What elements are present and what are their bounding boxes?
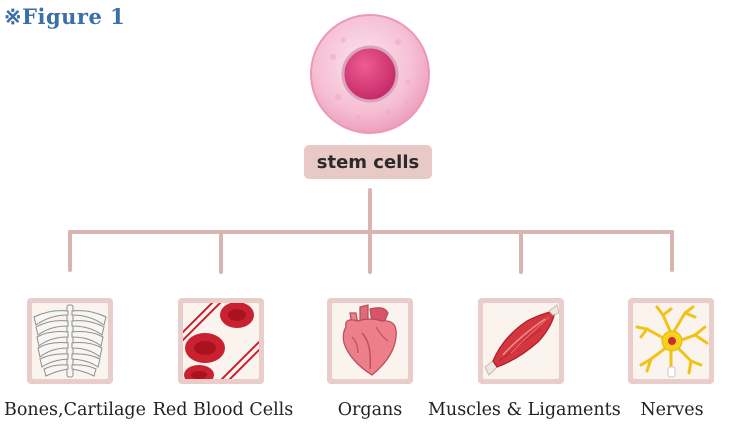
ribcage-icon xyxy=(33,304,107,378)
tile-nerves xyxy=(628,298,714,384)
caption-organs: Organs xyxy=(337,400,403,420)
heart-icon xyxy=(342,304,397,376)
neuron-icon xyxy=(635,305,709,378)
figure-label: ※Figure 1 xyxy=(4,4,126,29)
tile-red-blood-cells xyxy=(178,298,264,384)
muscle-icon xyxy=(484,304,559,376)
caption-nerves: Nerves xyxy=(640,400,704,420)
tile-muscles-ligaments xyxy=(478,298,564,384)
stem-cell-icon xyxy=(310,14,430,134)
tile-bones-cartilage xyxy=(27,298,113,384)
caption-bones-cartilage: Bones,Cartilage xyxy=(4,400,146,420)
red-blood-cells-icon xyxy=(183,303,259,379)
caption-muscles-ligaments: Muscles & Ligaments xyxy=(428,400,621,420)
tile-organs xyxy=(327,298,413,384)
caption-red-blood-cells: Red Blood Cells xyxy=(152,400,294,420)
stem-cells-badge: stem cells xyxy=(304,145,432,179)
